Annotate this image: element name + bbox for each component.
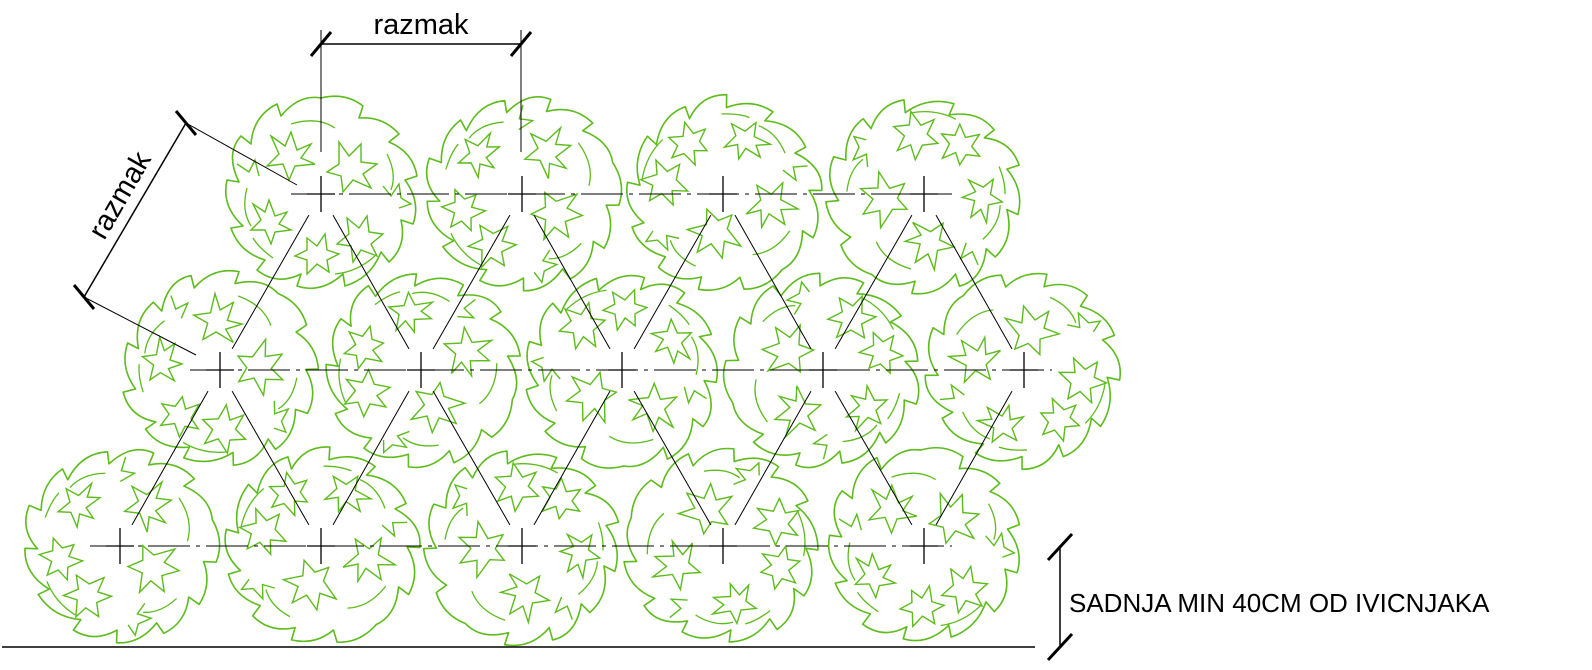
- triangulation-line: [332, 390, 410, 526]
- plant-symbol-icon: [789, 61, 1057, 329]
- row-centerlines: [90, 193, 1052, 547]
- crosshair-icon: [709, 176, 737, 212]
- plant-symbol-icon: [187, 413, 456, 670]
- triangulation-line: [231, 214, 310, 350]
- triangulation-line: [432, 214, 511, 350]
- plant-symbol-icon: [887, 232, 1159, 505]
- plant-center-marks: [106, 176, 1038, 564]
- crosshair-icon: [910, 176, 938, 212]
- triangulation-line: [935, 390, 1013, 526]
- plant-symbol-icon: [600, 424, 843, 666]
- triangulation-line: [834, 390, 913, 526]
- plant-symbol-icon: [386, 412, 656, 670]
- triangulation-line: [834, 214, 913, 350]
- crosshair-icon: [407, 352, 435, 388]
- triangulation-line: [533, 214, 611, 350]
- crosshair-icon: [608, 352, 636, 388]
- crosshair-icon: [508, 528, 536, 564]
- plant-symbol-icon: [86, 233, 357, 504]
- crosshair-icon: [508, 176, 536, 212]
- planting-note: SADNJA MIN 40CM OD IVICNJAKA: [1069, 588, 1490, 618]
- crosshair-icon: [307, 528, 335, 564]
- dimension-label-diagonal: razmak: [83, 146, 158, 245]
- dimension-label-horizontal: razmak: [373, 9, 469, 41]
- crosshair-icon: [206, 352, 234, 388]
- triangulation-line: [633, 390, 712, 526]
- dimension-diagonal: razmak: [72, 110, 298, 356]
- plant-symbol-icon: [588, 60, 860, 331]
- triangulation-line: [533, 390, 611, 526]
- crosshair-icon: [1010, 352, 1038, 388]
- triangulation-lines: [131, 214, 1013, 526]
- triangulation-line: [432, 390, 511, 526]
- dimension-horizontal: razmak: [309, 9, 533, 152]
- triangulation-line: [734, 390, 812, 526]
- triangulation-line: [131, 390, 209, 526]
- triangulation-line: [734, 214, 812, 350]
- crosshair-icon: [809, 352, 837, 388]
- crosshair-icon: [910, 528, 938, 564]
- triangulation-line: [231, 390, 310, 526]
- crosshair-icon: [307, 176, 335, 212]
- crosshair-icon: [709, 528, 737, 564]
- crosshair-icon: [106, 528, 134, 564]
- triangulation-line: [633, 214, 712, 350]
- triangulation-line: [332, 214, 410, 350]
- triangulation-line: [935, 214, 1013, 350]
- curb-offset-dimension: SADNJA MIN 40CM OD IVICNJAKA: [2, 532, 1490, 662]
- plant-symbols: [2, 60, 1159, 670]
